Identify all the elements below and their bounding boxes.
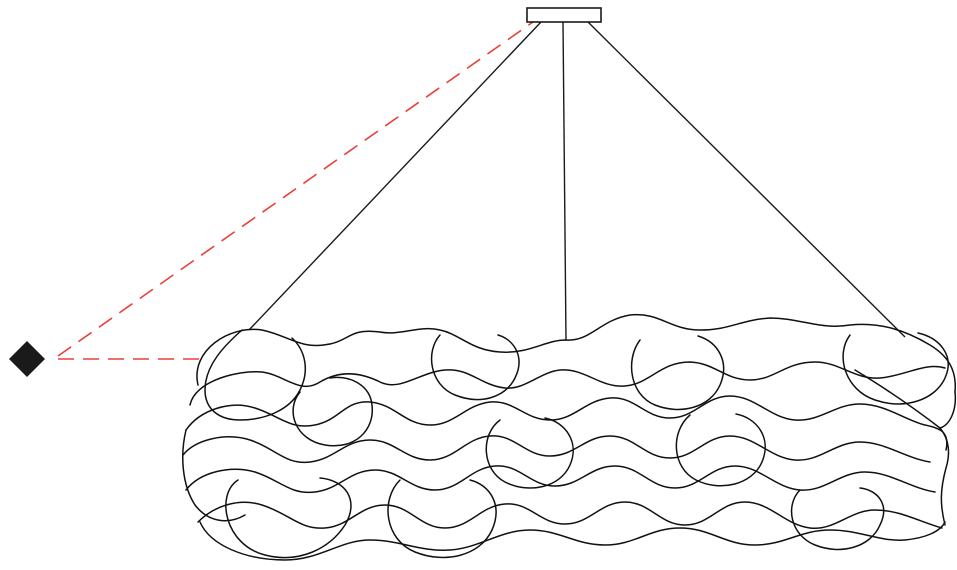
wave-lobe-center-bottom: [387, 479, 497, 559]
wave-lobe-right-top: [630, 335, 725, 411]
wave-sculpture: [182, 313, 957, 561]
wave-band-6: [197, 501, 943, 529]
wire-right: [587, 21, 906, 338]
wave-lobe-center: [430, 334, 520, 401]
sightline-to-canopy: [57, 21, 534, 357]
viewpoint-diamond-icon: [9, 341, 45, 377]
wave-lobe-left-bottom: [225, 477, 352, 559]
wave-lobe-right-bottom: [790, 487, 885, 551]
wire-center: [562, 21, 567, 341]
wave-band-1: [196, 313, 956, 393]
wave-lobe-right-mid: [675, 413, 766, 487]
wave-lobe-center-left: [292, 376, 373, 447]
wave-right-edge: [939, 391, 957, 526]
wave-lobe-left-mid: [182, 429, 246, 522]
wave-band-4: [182, 435, 931, 464]
wave-band-3: [185, 395, 948, 451]
ceiling-canopy-icon: [526, 7, 602, 23]
wave-lobe-left-top: [204, 329, 307, 421]
wire-left: [248, 21, 542, 331]
wave-right-diagonal: [854, 369, 941, 429]
sightlines: [57, 21, 534, 360]
suspension-wires: [248, 21, 906, 341]
wave-band-2: [189, 361, 946, 406]
wave-lobe-far-right: [842, 332, 949, 405]
wave-bottom-edge: [199, 521, 946, 561]
wave-lobe-center-mid: [485, 417, 574, 489]
wave-band-5: [185, 465, 936, 494]
